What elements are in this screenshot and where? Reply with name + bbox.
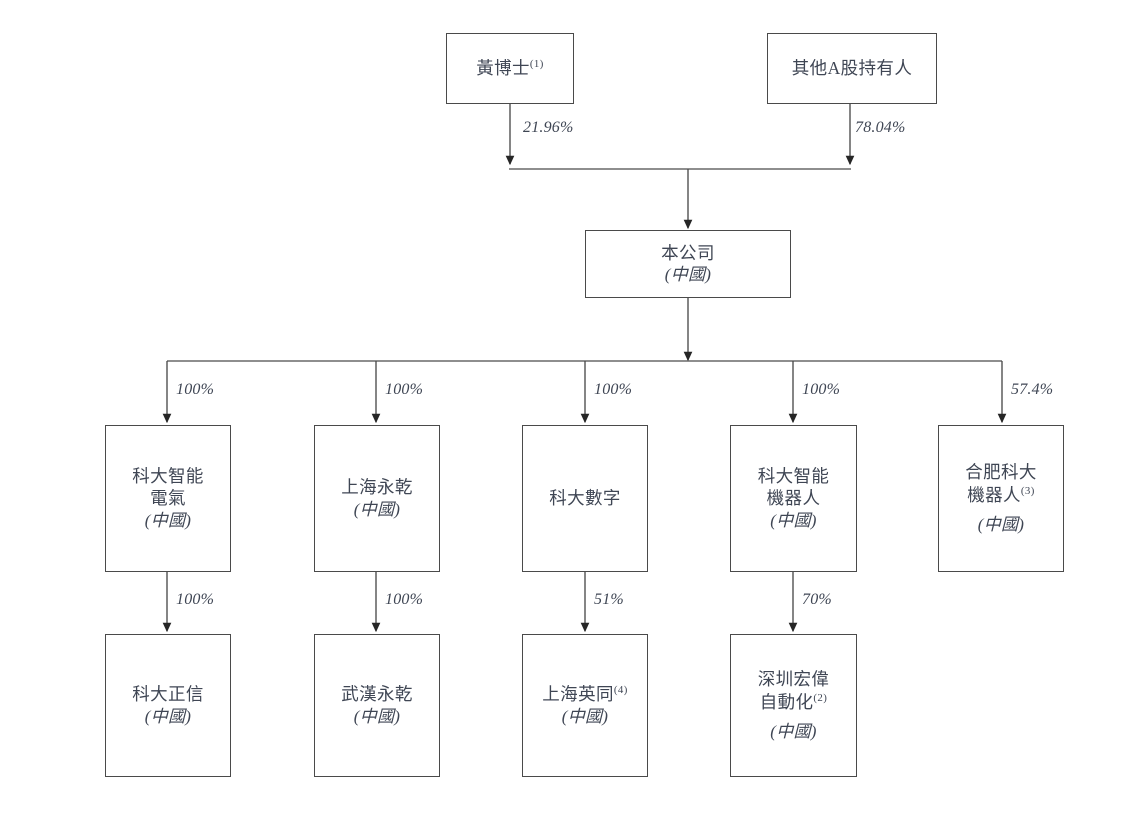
node-hf-kd-robot-country: (中國)	[977, 514, 1025, 534]
node-kd-digital[interactable]: 科大數字	[522, 425, 648, 572]
edge-label-kd-digital-sh-yingtong: 51%	[594, 591, 624, 608]
node-company-country: (中國)	[664, 265, 712, 285]
node-huang-label: 黃博士(1)	[476, 58, 544, 79]
edge-label-kd-electric-kd-zhengxin: 100%	[176, 591, 215, 608]
node-huang[interactable]: 黃博士(1)	[446, 33, 574, 104]
edge-label-sh-yongqian-wh-yongqian: 100%	[385, 591, 424, 608]
node-sh-yingtong[interactable]: 上海英同(4) (中國)	[522, 634, 648, 777]
node-wh-yongqian-label: 武漢永乾	[341, 684, 413, 705]
node-sh-yongqian-country: (中國)	[353, 499, 401, 519]
node-hf-kd-robot[interactable]: 合肥科大 機器人(3) (中國)	[938, 425, 1064, 572]
node-other-a-shareholders[interactable]: 其他A股持有人	[767, 33, 937, 104]
node-sh-yingtong-label: 上海英同(4)	[542, 684, 628, 705]
node-sz-hongwei-country: (中國)	[770, 721, 817, 741]
node-kd-electric-country: (中國)	[144, 511, 192, 531]
node-kd-zhengxin-label: 科大正信	[132, 684, 204, 705]
node-company-label: 本公司	[661, 242, 715, 263]
node-kd-robot-country: (中國)	[770, 511, 817, 531]
edge-label-company-kd-digital: 100%	[594, 381, 633, 398]
node-kd-electric[interactable]: 科大智能 電氣 (中國)	[105, 425, 231, 572]
node-sh-yingtong-country: (中國)	[561, 706, 609, 726]
edge-label-company-kd-electric: 100%	[176, 381, 215, 398]
node-sz-hongwei[interactable]: 深圳宏偉 自動化(2) (中國)	[730, 634, 857, 777]
node-kd-electric-label: 科大智能 電氣	[132, 465, 204, 509]
node-kd-robot[interactable]: 科大智能 機器人 (中國)	[730, 425, 857, 572]
node-sh-yongqian[interactable]: 上海永乾 (中國)	[314, 425, 440, 572]
node-hf-kd-robot-label: 合肥科大 機器人(3)	[965, 462, 1037, 505]
node-other-a-shareholders-label: 其他A股持有人	[791, 58, 913, 79]
node-sh-yongqian-label: 上海永乾	[341, 477, 413, 498]
edge-label-othera-company: 78.04%	[855, 119, 906, 136]
node-wh-yongqian-country: (中國)	[353, 706, 401, 726]
node-kd-digital-label: 科大數字	[549, 488, 621, 509]
node-company[interactable]: 本公司 (中國)	[585, 230, 791, 298]
edge-label-kd-robot-sz-hongwei: 70%	[802, 591, 832, 608]
node-kd-robot-label: 科大智能 機器人	[757, 465, 830, 509]
edge-label-company-hf-kd-robot: 57.4%	[1011, 381, 1054, 398]
node-kd-zhengxin-country: (中國)	[144, 706, 192, 726]
edge-label-huang-company: 21.96%	[523, 119, 574, 136]
node-sz-hongwei-label: 深圳宏偉 自動化(2)	[757, 669, 830, 712]
node-wh-yongqian[interactable]: 武漢永乾 (中國)	[314, 634, 440, 777]
node-kd-zhengxin[interactable]: 科大正信 (中國)	[105, 634, 231, 777]
edge-label-company-sh-yongqian: 100%	[385, 381, 424, 398]
edge-label-company-kd-robot: 100%	[802, 381, 841, 398]
